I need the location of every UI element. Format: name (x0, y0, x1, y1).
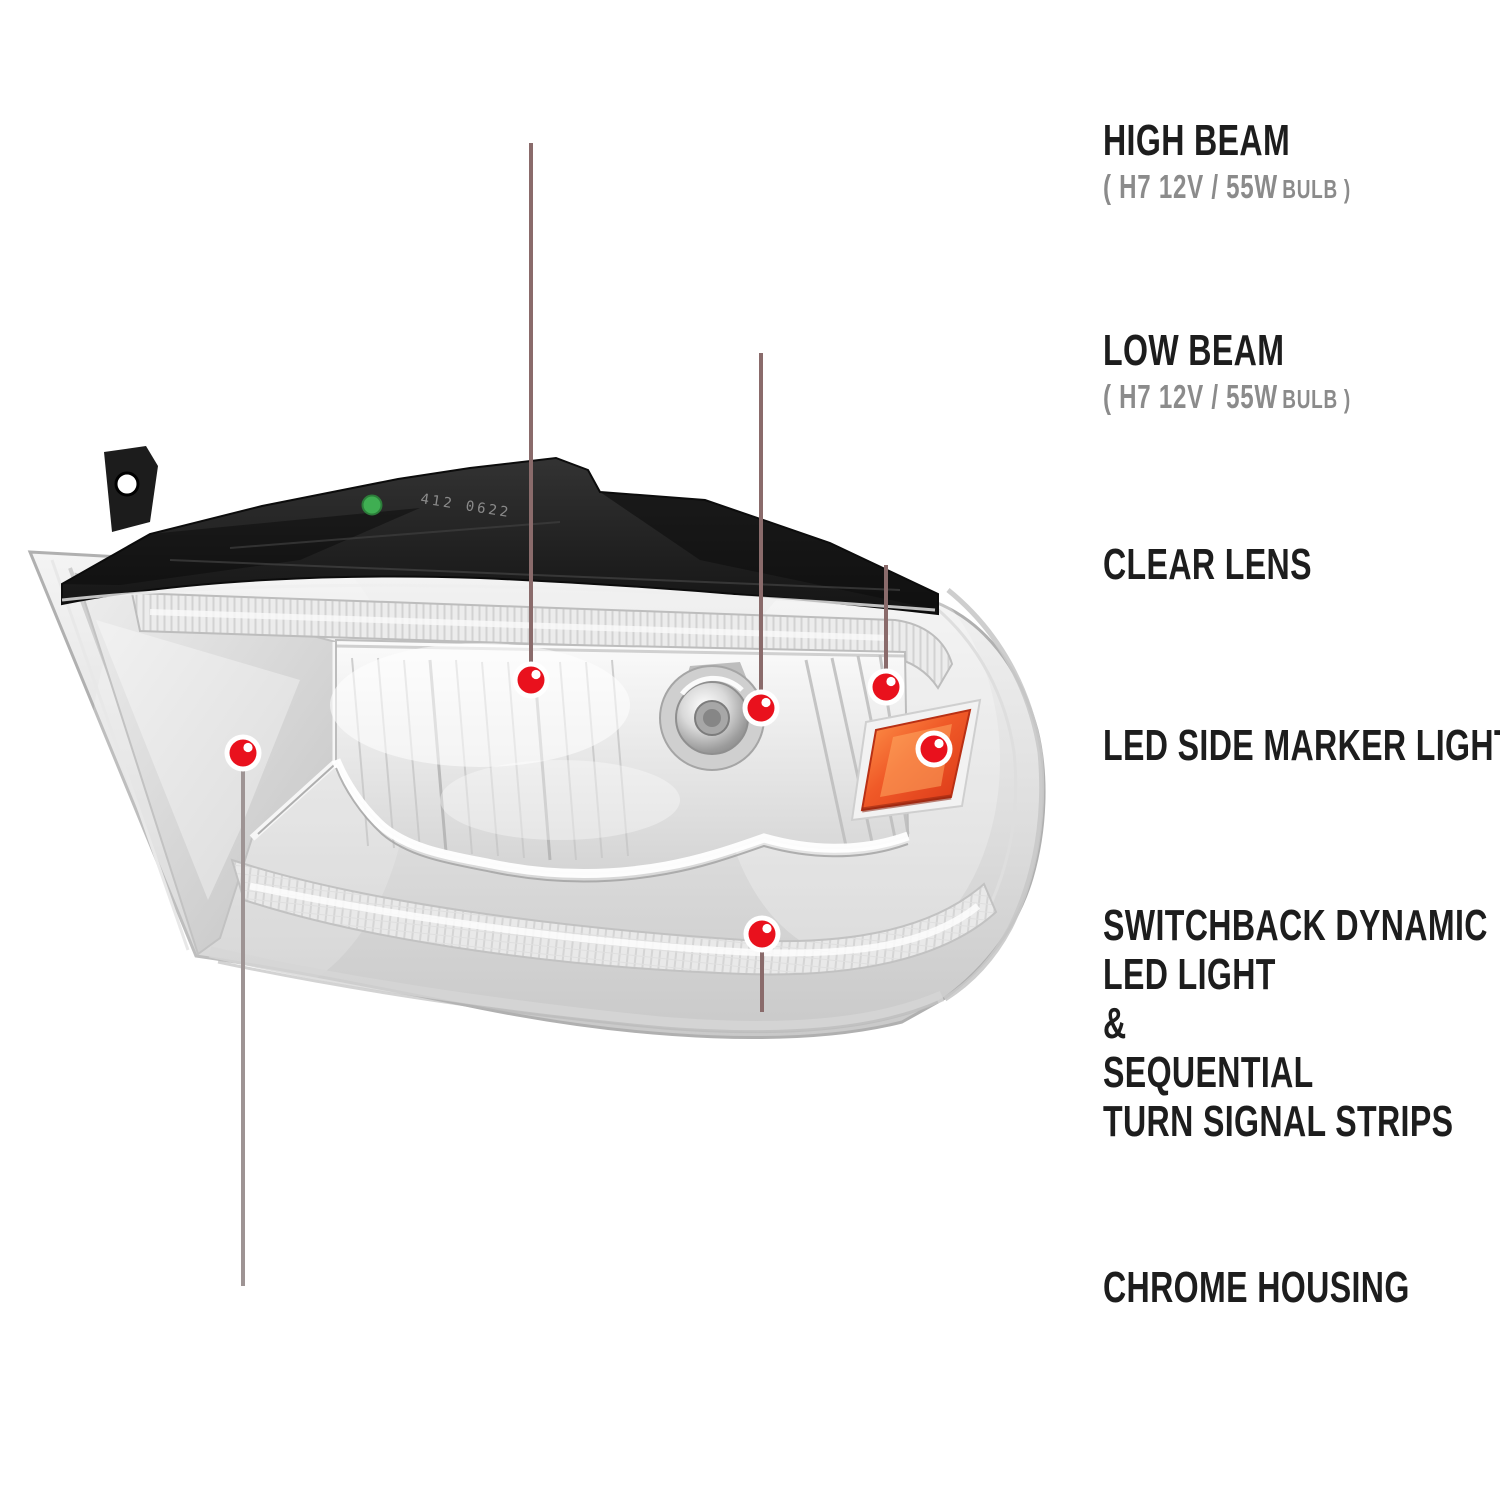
callout-title: CLEAR LENS (1103, 540, 1312, 589)
marker-dot-chrome-housing (224, 734, 262, 772)
callout-title-line: SWITCHBACK DYNAMIC (1103, 901, 1488, 950)
leader-lines (241, 140, 1087, 1289)
black-housing-cover: 412 0622 (61, 446, 939, 616)
callout-clear-lens: CLEAR LENS (1103, 541, 1389, 589)
callout-title-line: & (1103, 999, 1127, 1048)
callout-title-line: SEQUENTIAL (1103, 1048, 1314, 1097)
leader-line-low-beam (759, 350, 1087, 708)
green-dot-sticker (361, 494, 383, 516)
low-beam-projector (659, 662, 765, 771)
callout-switchback: SWITCHBACK DYNAMIC LED LIGHT & SEQUENTIA… (1103, 901, 1500, 1146)
callout-title: LED SIDE MARKER LIGHT (1103, 721, 1500, 770)
reflector-cavity (330, 638, 910, 883)
leader-line-chrome-housing (241, 753, 1087, 1289)
marker-dot-led-side-marker (915, 730, 953, 768)
callout-chrome-housing: CHROME HOUSING (1103, 1264, 1500, 1312)
callout-title-line: LED LIGHT (1103, 950, 1276, 999)
callout-title-line: TURN SIGNAL STRIPS (1103, 1097, 1454, 1146)
marker-dot-switchback (743, 915, 781, 953)
callout-title: CHROME HOUSING (1103, 1263, 1410, 1312)
leader-line-clear-lens (884, 562, 1087, 687)
callout-led-side-marker: LED SIDE MARKER LIGHT (1103, 722, 1500, 770)
callout-title: HIGH BEAM (1103, 116, 1291, 165)
lower-chrome-lip (208, 946, 945, 1032)
chrome-s-trim (331, 758, 910, 878)
marker-dot-clear-lens (867, 668, 905, 706)
leader-line-high-beam (529, 140, 1087, 680)
marker-dot-high-beam (512, 661, 550, 699)
marker-dot-low-beam (742, 689, 780, 727)
mounting-hole (114, 471, 140, 497)
marker-dots (224, 661, 953, 953)
bottom-led-strip (208, 858, 998, 1034)
callout-title: LOW BEAM (1103, 326, 1285, 375)
